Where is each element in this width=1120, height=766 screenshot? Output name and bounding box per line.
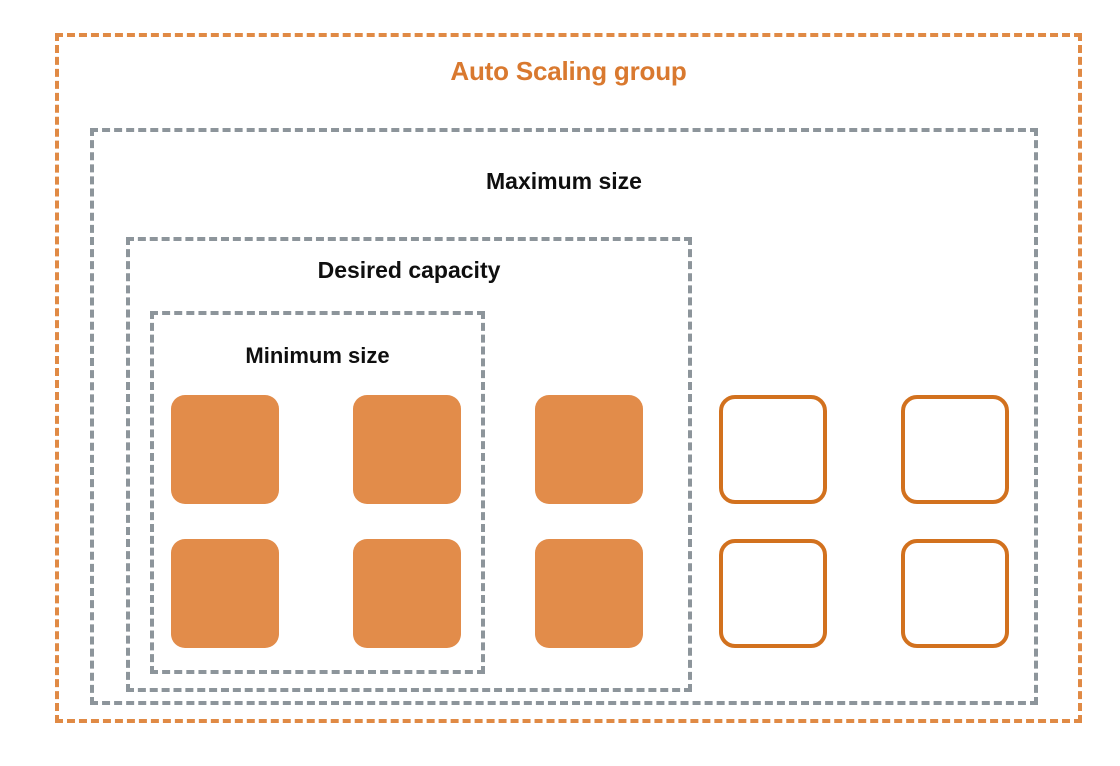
- maximum-size-label: Maximum size: [486, 168, 642, 194]
- instance-square: [535, 539, 643, 648]
- instance-square: [171, 539, 279, 648]
- instance-square: [901, 539, 1009, 648]
- instance-square: [353, 539, 461, 648]
- desired-capacity-box: [126, 237, 692, 692]
- instance-square: [353, 395, 461, 504]
- instance-square: [901, 395, 1009, 504]
- instance-square: [719, 539, 827, 648]
- instance-square: [535, 395, 643, 504]
- instance-square: [171, 395, 279, 504]
- minimum-size-label: Minimum size: [245, 343, 390, 368]
- desired-capacity-label: Desired capacity: [317, 257, 501, 283]
- auto-scaling-group-label: Auto Scaling group: [450, 56, 687, 86]
- maximum-size-box: [90, 128, 1038, 705]
- auto-scaling-group-box: [55, 33, 1082, 723]
- minimum-size-box: [150, 311, 485, 674]
- instance-square: [719, 395, 827, 504]
